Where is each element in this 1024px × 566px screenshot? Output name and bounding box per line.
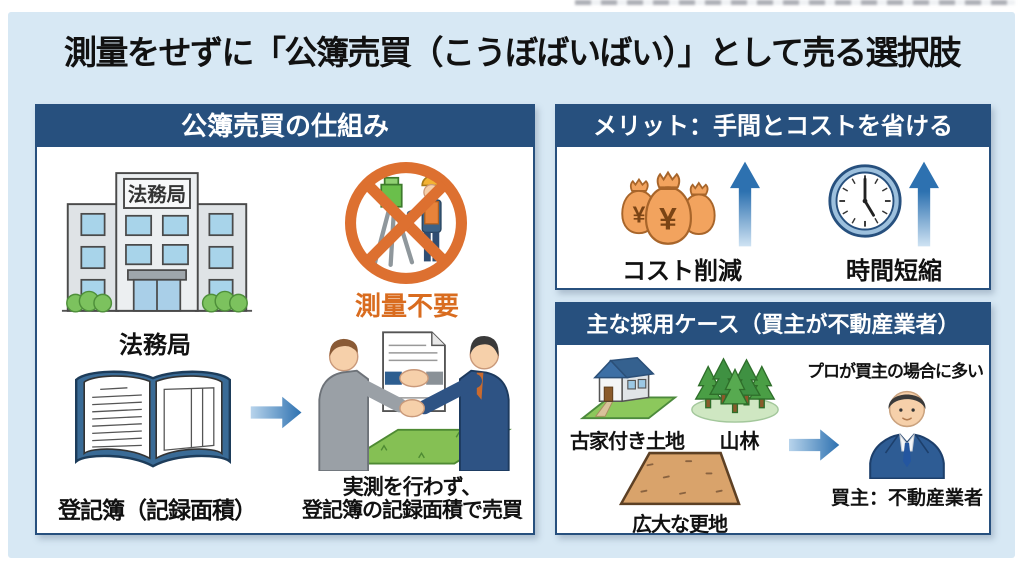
- forest-label: 山林: [719, 431, 760, 453]
- mechanism-panel-body: 法務局 法務局: [37, 147, 533, 533]
- money-bags-icon: ¥ ¥: [621, 170, 716, 245]
- yen-symbol-left: ¥: [633, 202, 646, 228]
- realtor-person-icon: [869, 390, 945, 479]
- deal-caption-line1: 実測を行わず、: [342, 476, 483, 499]
- mechanism-panel-header: 公簿売買の仕組み: [37, 106, 533, 147]
- deal-caption-line2: 登記簿の記録面積で売買: [302, 499, 523, 522]
- right-arrow-icon: [789, 429, 840, 461]
- clock-icon: [828, 164, 902, 238]
- cases-panel-header: 主な採用ケース（買主が不動産業者）: [557, 304, 989, 345]
- right-arrow-icon: [250, 396, 302, 429]
- merit-panel-body: ¥ ¥ コスト削減: [557, 147, 989, 288]
- registry-book-label: 登記簿（記録面積）: [58, 497, 257, 523]
- yen-symbol-center: ¥: [659, 201, 677, 237]
- cases-panel: 主な採用ケース（買主が不動産業者） 古家付き土地 山林: [555, 302, 991, 536]
- old-house-land-icon: [579, 356, 678, 420]
- deal-caption: 実測を行わず、 登記簿の記録面積で売買: [289, 476, 535, 522]
- page-title: 測量をせずに「公簿売買（こうぼばいばい）」として売る選択肢: [63, 34, 962, 71]
- building-label: 法務局: [119, 332, 191, 359]
- up-arrow-icon: [909, 161, 939, 247]
- mechanism-panel: 公簿売買の仕組み 法務局 法務局: [35, 104, 535, 535]
- cost-label: コスト削減: [622, 258, 742, 285]
- law-bureau-building-icon: 法務局: [61, 172, 253, 313]
- cases-panel-body: 古家付き土地 山林 広大な更地 プロが買主の場合に多い: [557, 345, 989, 536]
- cropped-text-artifact: [575, 0, 1015, 5]
- registry-book-icon: [75, 370, 231, 468]
- no-survey-prohibition-icon: [344, 161, 468, 285]
- no-survey-label: 測量不要: [354, 291, 459, 321]
- pro-buyer-note: プロが買主の場合に多い: [807, 362, 984, 381]
- up-arrow-icon: [730, 161, 760, 247]
- buyer-label: 買主：不動産業者: [830, 488, 983, 509]
- old-house-land-label: 古家付き土地: [570, 431, 685, 453]
- time-label: 時間短縮: [846, 258, 942, 285]
- building-sign-text: 法務局: [128, 183, 186, 206]
- forest-icon: [691, 357, 779, 423]
- vacant-land-label: 広大な更地: [632, 514, 728, 536]
- handshake-deal-icon: [318, 331, 512, 471]
- merit-panel: メリット：手間とコストを省ける ¥ ¥: [555, 104, 991, 290]
- merit-panel-header: メリット：手間とコストを省ける: [557, 106, 989, 147]
- vacant-land-icon: [619, 451, 741, 506]
